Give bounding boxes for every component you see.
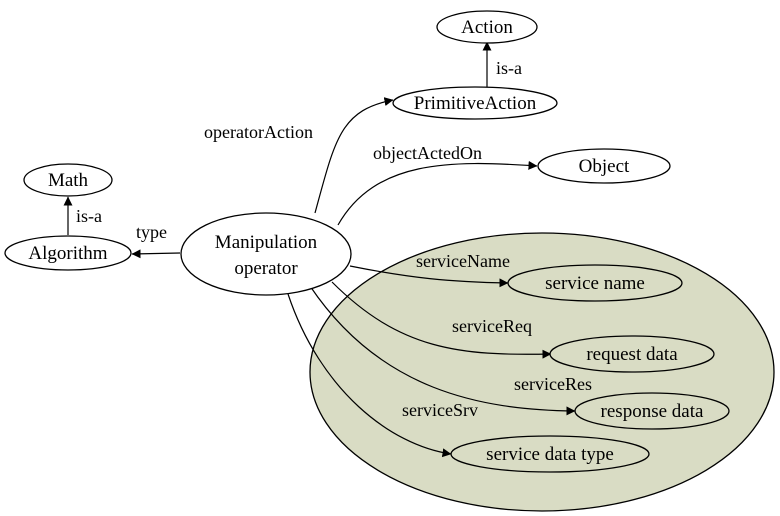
node-manipulation-operator-line1: Manipulation [215, 232, 318, 253]
edge-service-srv [287, 293, 452, 458]
node-response-data-shape [574, 392, 730, 430]
node-primitive-action: PrimitiveAction [392, 86, 558, 120]
node-math-label: Math [48, 170, 89, 191]
node-service-data-type-shape [450, 435, 650, 473]
node-response-data: response data [574, 392, 730, 430]
node-object: Object [537, 148, 671, 184]
edge-service-req [331, 281, 552, 359]
node-action-label: Action [461, 17, 513, 38]
node-algorithm: Algorithm [4, 235, 132, 271]
node-manipulation-operator-label: Manipulation operator [215, 232, 318, 279]
node-service-name-label: service name [545, 273, 645, 294]
edge-label-object-acted-on: objectActedOn [373, 143, 482, 163]
edge-label-service-res: serviceRes [514, 374, 592, 394]
node-service-name: service name [507, 264, 683, 302]
node-request-data: request data [549, 335, 715, 373]
edge-label-is-a-math: is-a [76, 206, 102, 226]
node-algorithm-label: Algorithm [28, 243, 107, 264]
node-service-name-shape [507, 264, 683, 302]
node-action-shape [436, 10, 538, 44]
node-math-shape [23, 163, 113, 197]
node-service-data-type: service data type [450, 435, 650, 473]
edge-label-service-req: serviceReq [452, 316, 532, 336]
node-request-data-shape [549, 335, 715, 373]
node-primitive-action-shape [392, 86, 558, 120]
edge-service-name [349, 265, 509, 288]
edge-label-operator-action: operatorAction [204, 122, 313, 142]
node-request-data-label: request data [586, 344, 678, 365]
edge-label-service-name: serviceName [416, 251, 510, 271]
node-action: Action [436, 10, 538, 44]
service-group [309, 232, 775, 512]
node-service-data-type-label: service data type [486, 444, 614, 465]
node-manipulation-operator-shape [180, 212, 352, 296]
node-math: Math [23, 163, 113, 197]
edge-object-acted-on [337, 160, 538, 226]
edge-type [131, 249, 181, 259]
edge-service-res [309, 285, 576, 416]
node-primitive-action-label: PrimitiveAction [414, 93, 537, 114]
node-object-shape [537, 148, 671, 184]
node-manipulation-operator-line2: operator [234, 258, 298, 279]
node-algorithm-shape [4, 235, 132, 271]
node-manipulation-operator: Manipulation operator [180, 212, 352, 296]
node-object-label: Object [579, 156, 630, 177]
edge-operator-action [314, 97, 394, 214]
edge-label-type: type [136, 222, 167, 242]
edge-label-is-a-action: is-a [496, 58, 522, 78]
edge-label-service-srv: serviceSrv [402, 400, 478, 420]
node-response-data-label: response data [601, 401, 704, 422]
